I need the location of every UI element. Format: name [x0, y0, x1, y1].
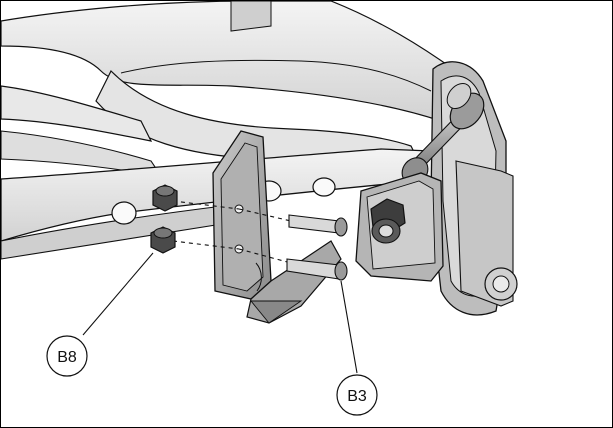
bolt-lower	[286, 258, 348, 281]
upper-arm	[1, 1, 457, 167]
svg-text:B8: B8	[57, 349, 77, 366]
leader-line-b8	[82, 252, 154, 336]
clevis-bracket	[355, 172, 444, 282]
callout-b3: B3	[336, 374, 378, 416]
bolt-upper	[288, 214, 348, 237]
callout-b8: B8	[46, 335, 88, 377]
svg-text:B3: B3	[347, 388, 367, 405]
locknut-upper	[152, 184, 178, 212]
leader-line-b3	[340, 280, 358, 374]
locknut-lower	[150, 226, 176, 254]
assembly-lines	[172, 200, 292, 264]
left-arm	[1, 85, 163, 177]
angle-bracket	[212, 130, 342, 324]
